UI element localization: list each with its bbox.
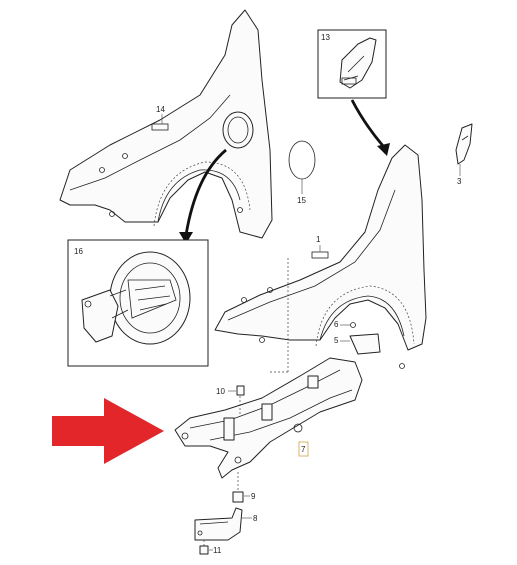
bracket-part-3	[455, 123, 473, 165]
link-arrowhead-13	[377, 143, 390, 156]
callout-7-frame	[298, 441, 309, 457]
link-arrow-16	[184, 148, 227, 236]
callout-10: 10	[216, 387, 225, 396]
fuel-door-opening	[222, 111, 254, 149]
detail-box-16: 16	[67, 239, 209, 367]
link-arrow-13	[350, 99, 386, 148]
callout-1: 1	[316, 235, 321, 244]
callout-11: 11	[213, 546, 222, 555]
callout-3: 3	[457, 177, 462, 186]
callout-8: 8	[253, 514, 258, 523]
fender-panel-right	[214, 144, 427, 369]
bracket-part-8	[194, 507, 243, 541]
bolt-part-11	[199, 545, 209, 555]
callout-14: 14	[156, 105, 165, 114]
bolt-part-10	[236, 385, 245, 396]
callout-13: 13	[321, 33, 330, 42]
fender-panel-left	[59, 9, 273, 239]
grommet-part-9	[232, 491, 244, 503]
callout-16: 16	[74, 247, 83, 256]
callout-7: 7	[301, 445, 306, 454]
bracket-part-5	[349, 333, 381, 355]
callout-6: 6	[334, 320, 339, 329]
callout-15: 15	[297, 196, 306, 205]
screw-part-6	[350, 322, 356, 328]
callout-9: 9	[251, 492, 256, 501]
crossmember-part-7	[174, 357, 363, 479]
detail-box-13: 13	[317, 29, 387, 99]
seal-ring	[288, 140, 316, 180]
link-arrowhead-16	[179, 232, 193, 244]
callout-5: 5	[334, 336, 339, 345]
red-pointer-arrow	[52, 398, 164, 464]
